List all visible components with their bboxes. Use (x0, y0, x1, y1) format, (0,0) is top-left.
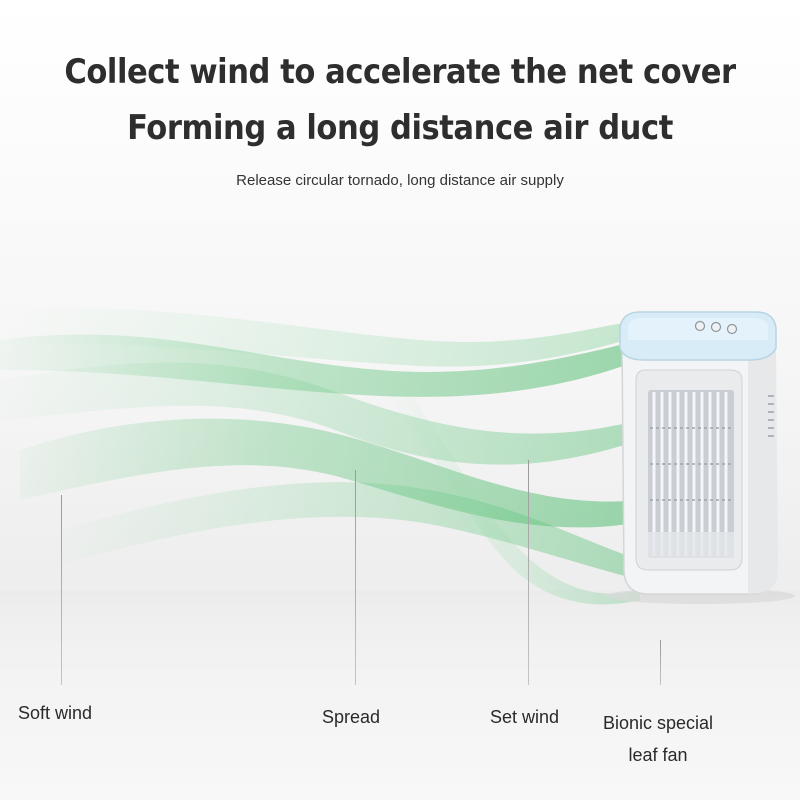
wind-stream (0, 334, 640, 397)
wind-stream (372, 360, 640, 605)
set-wind-pointer (528, 460, 529, 685)
set-wind-label: Set wind (490, 707, 560, 727)
wind-stream (0, 307, 640, 367)
control-button (694, 320, 706, 332)
soft-wind-pointer (61, 495, 62, 685)
wind-stream (0, 362, 640, 465)
spread-pointer (355, 470, 356, 685)
side-vent (768, 395, 774, 437)
grille-slats (650, 427, 732, 501)
device-side-panel (748, 346, 778, 594)
bionic-fan-pointer (660, 640, 661, 685)
wind-stream (20, 418, 640, 528)
subtitle: Release circular tornado, long distance … (236, 172, 564, 189)
air-cooler-image (605, 311, 795, 604)
floor-surface (0, 590, 800, 800)
control-button (726, 323, 738, 335)
airflow-illustration (0, 307, 640, 605)
soft-wind-label: Soft wind (18, 703, 93, 723)
headline-line-2: Forming a long distance air duct (127, 108, 673, 148)
control-button (710, 321, 722, 333)
wind-stream (60, 482, 640, 580)
headline-line-1: Collect wind to accelerate the net cover (64, 52, 736, 92)
bionic-fan-label: Bionic special leaf fan (602, 713, 714, 765)
grille-louvers (652, 392, 728, 556)
spread-label: Spread (322, 707, 381, 727)
